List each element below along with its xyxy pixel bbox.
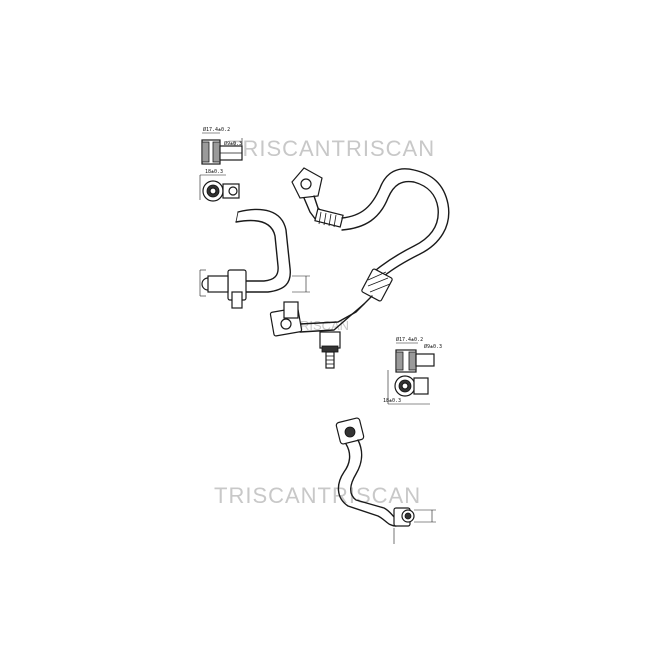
fitting-detail-right: Ø17.4±0.2 Ø9±0.3 18±0.3 <box>383 336 442 405</box>
dimension-label-right-c: 18±0.3 <box>383 398 401 404</box>
hose-left-section <box>199 208 310 309</box>
dimension-label-top-a: Ø17.4±0.2 <box>203 126 230 133</box>
hose-main-section <box>269 167 450 369</box>
hose-bottom-section <box>335 417 436 544</box>
dimension-label-right-b: Ø9±0.3 <box>424 343 442 350</box>
watermark-bottom: TRISCANTRISCAN <box>214 483 421 508</box>
watermark-top: TRISCANTRISCAN <box>228 136 435 161</box>
dimension-label-right-a: Ø17.4±0.2 <box>396 336 423 343</box>
dimension-label-top-b: Ø9±0.3 <box>224 140 242 147</box>
fitting-detail-top: Ø17.4±0.2 Ø9±0.3 18±0.3 <box>199 126 243 202</box>
dimension-label-top-c: 18±0.3 <box>205 169 223 175</box>
